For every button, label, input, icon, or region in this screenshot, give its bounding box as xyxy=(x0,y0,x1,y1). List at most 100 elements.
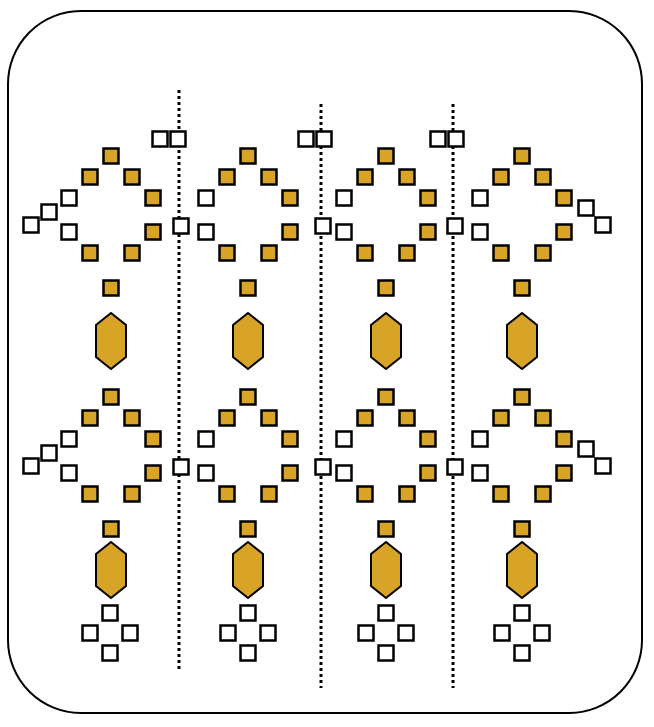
gold-square-bead xyxy=(241,149,256,164)
gold-square-bead xyxy=(379,149,394,164)
white-square-bead xyxy=(171,132,186,147)
gold-square-bead xyxy=(515,149,530,164)
gold-square-bead xyxy=(104,522,119,537)
white-square-bead xyxy=(316,219,331,234)
gold-square-bead xyxy=(220,170,235,185)
gold-square-bead xyxy=(83,411,98,426)
gold-square-bead xyxy=(283,432,298,447)
white-square-bead xyxy=(42,446,57,461)
gold-square-bead xyxy=(557,432,572,447)
gold-square-bead xyxy=(104,149,119,164)
gold-square-bead xyxy=(515,390,530,405)
gold-square-bead xyxy=(283,466,298,481)
gold-square-bead xyxy=(536,487,551,502)
gold-square-bead xyxy=(283,225,298,240)
gold-square-bead xyxy=(125,487,140,502)
gold-hexagon-bead xyxy=(233,313,263,369)
white-square-bead xyxy=(448,460,463,475)
white-square-bead xyxy=(42,205,57,220)
gold-square-bead xyxy=(515,281,530,296)
gold-square-bead xyxy=(421,191,436,206)
white-square-bead xyxy=(379,646,394,661)
white-square-bead xyxy=(448,219,463,234)
white-square-bead xyxy=(62,432,77,447)
gold-square-bead xyxy=(83,246,98,261)
gold-square-bead xyxy=(125,170,140,185)
gold-square-bead xyxy=(379,281,394,296)
gold-square-bead xyxy=(557,191,572,206)
white-square-bead xyxy=(337,191,352,206)
white-square-bead xyxy=(24,459,39,474)
gold-square-bead xyxy=(220,411,235,426)
white-square-bead xyxy=(579,442,594,457)
gold-hexagon-bead xyxy=(507,542,537,598)
gold-square-bead xyxy=(262,246,277,261)
white-square-bead xyxy=(535,626,550,641)
white-square-bead xyxy=(495,626,510,641)
gold-square-bead xyxy=(536,411,551,426)
white-square-bead xyxy=(174,460,189,475)
gold-square-bead xyxy=(283,191,298,206)
gold-square-bead xyxy=(400,411,415,426)
white-square-bead xyxy=(123,626,138,641)
gold-hexagon-bead xyxy=(371,313,401,369)
white-square-bead xyxy=(261,626,276,641)
gold-square-bead xyxy=(83,487,98,502)
white-square-bead xyxy=(199,191,214,206)
gold-square-bead xyxy=(146,225,161,240)
gold-square-bead xyxy=(220,487,235,502)
gold-square-bead xyxy=(262,411,277,426)
gold-square-bead xyxy=(515,522,530,537)
gold-square-bead xyxy=(421,466,436,481)
gold-square-bead xyxy=(83,170,98,185)
gold-hexagon-bead xyxy=(96,313,126,369)
white-square-bead xyxy=(299,132,314,147)
white-square-bead xyxy=(103,646,118,661)
gold-square-bead xyxy=(400,246,415,261)
white-square-bead xyxy=(449,132,464,147)
gold-square-bead xyxy=(494,246,509,261)
gold-square-bead xyxy=(536,246,551,261)
white-square-bead xyxy=(359,626,374,641)
white-square-bead xyxy=(153,132,168,147)
gold-square-bead xyxy=(358,246,373,261)
white-square-bead xyxy=(174,219,189,234)
gold-square-bead xyxy=(494,411,509,426)
gold-square-bead xyxy=(421,432,436,447)
gold-square-bead xyxy=(557,225,572,240)
gold-square-bead xyxy=(241,281,256,296)
white-square-bead xyxy=(241,646,256,661)
gold-square-bead xyxy=(358,411,373,426)
white-square-bead xyxy=(62,191,77,206)
gold-square-bead xyxy=(104,281,119,296)
white-square-bead xyxy=(337,432,352,447)
white-square-bead xyxy=(473,466,488,481)
gold-square-bead xyxy=(241,522,256,537)
gold-square-bead xyxy=(241,390,256,405)
gold-square-bead xyxy=(220,246,235,261)
gold-square-bead xyxy=(494,487,509,502)
white-square-bead xyxy=(221,626,236,641)
white-square-bead xyxy=(337,466,352,481)
white-square-bead xyxy=(199,466,214,481)
gold-hexagon-bead xyxy=(507,313,537,369)
white-square-bead xyxy=(515,606,530,621)
white-square-bead xyxy=(596,218,611,233)
white-square-bead xyxy=(62,466,77,481)
gold-square-bead xyxy=(379,390,394,405)
white-square-bead xyxy=(62,225,77,240)
gold-square-bead xyxy=(400,170,415,185)
white-square-bead xyxy=(316,460,331,475)
white-square-bead xyxy=(473,191,488,206)
gold-square-bead xyxy=(400,487,415,502)
white-square-bead xyxy=(241,606,256,621)
gold-square-bead xyxy=(421,225,436,240)
gold-square-bead xyxy=(379,522,394,537)
white-square-bead xyxy=(431,132,446,147)
white-square-bead xyxy=(317,132,332,147)
gold-square-bead xyxy=(536,170,551,185)
white-square-bead xyxy=(473,225,488,240)
gold-square-bead xyxy=(146,191,161,206)
gold-hexagon-bead xyxy=(96,542,126,598)
